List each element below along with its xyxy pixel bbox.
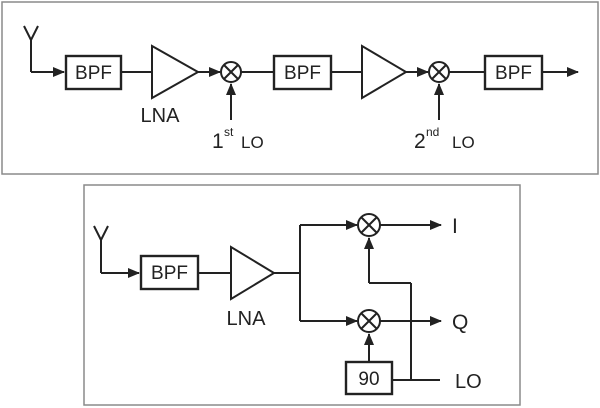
if-amplifier — [361, 44, 408, 100]
q-output-label: Q — [452, 311, 468, 334]
superheterodyne-diagram: BPF LNA 1 st LO BPF — [1, 1, 599, 175]
lna-label: LNA — [141, 105, 181, 127]
lna-label: LNA — [227, 308, 267, 330]
bpf1-label: BPF — [75, 63, 112, 84]
phase-shifter-block: 90 — [344, 360, 394, 396]
lo-input-label: LO — [455, 371, 482, 393]
i-output-label: I — [452, 215, 458, 238]
bpf-block-2: BPF — [272, 54, 333, 91]
bpf-block-3: BPF — [483, 54, 544, 91]
bpf-block: BPF — [139, 254, 200, 291]
phase-shifter-label: 90 — [358, 369, 379, 390]
lo1-label: 1 st LO — [212, 123, 264, 153]
bpf-label: BPF — [151, 263, 188, 284]
lna-amplifier: LNA — [141, 44, 201, 127]
lo2-label: 2 nd LO — [414, 123, 475, 153]
bpf2-label: BPF — [284, 63, 321, 84]
lna-amplifier: LNA — [227, 245, 276, 330]
iq-receiver-diagram: BPF LNA I Q LO — [83, 184, 521, 406]
antenna-icon — [23, 25, 39, 72]
bpf3-label: BPF — [495, 63, 532, 84]
bottom-frame — [83, 184, 521, 406]
antenna-icon — [93, 225, 109, 273]
bpf-block-1: BPF — [64, 54, 123, 91]
